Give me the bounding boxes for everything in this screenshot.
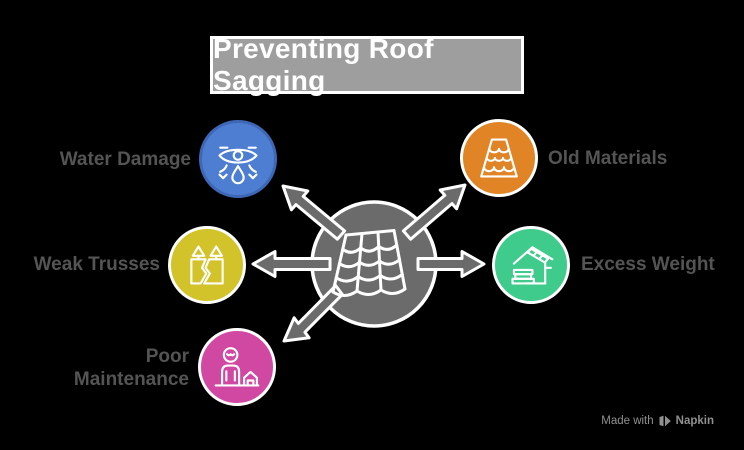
napkin-watermark[interactable]: Made with Napkin — [601, 415, 714, 427]
node-water-damage — [199, 120, 277, 198]
label-poor-maintenance: Poor Maintenance — [73, 346, 189, 390]
node-old-materials — [460, 119, 538, 197]
napkin-logo-icon — [659, 415, 671, 427]
arrow-group — [251, 183, 486, 343]
shingles-icon — [480, 138, 518, 178]
arrow-up-left — [281, 184, 347, 241]
label-excess-weight: Excess Weight — [581, 254, 715, 275]
arrow-up-right — [401, 183, 467, 241]
arrow-right — [416, 250, 486, 278]
house-load-icon — [511, 246, 554, 285]
cracked-beam-icon — [190, 245, 224, 285]
label-old-materials: Old Materials — [548, 148, 668, 169]
arrow-down-left — [282, 284, 344, 343]
water-leak-icon — [218, 146, 258, 185]
node-poor-maintenance — [198, 328, 276, 406]
node-weak-trusses — [168, 226, 246, 304]
node-excess-weight — [492, 226, 570, 304]
person-house-icon — [214, 347, 260, 387]
title-box: Preventing Roof Sagging — [210, 33, 524, 96]
arrow-left — [251, 250, 332, 278]
label-water-damage: Water Damage — [59, 149, 191, 170]
roof-tiles-icon — [331, 229, 407, 297]
label-weak-trusses: Weak Trusses — [33, 254, 160, 275]
page-title: Preventing Roof Sagging — [213, 33, 434, 96]
watermark-prefix: Made with — [601, 415, 654, 427]
watermark-brand: Napkin — [675, 415, 714, 427]
